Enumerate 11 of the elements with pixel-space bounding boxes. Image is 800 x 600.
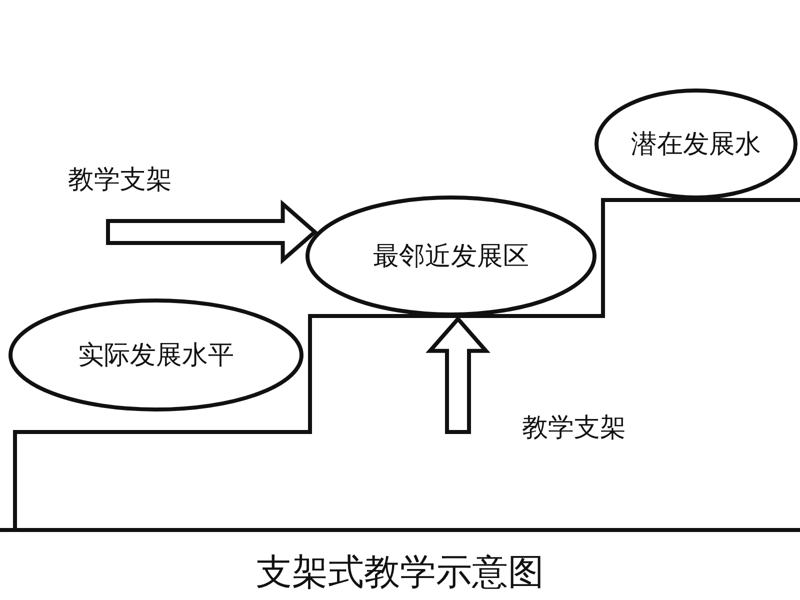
ellipse-node — [305, 195, 597, 317]
node-label: 实际发展水平 — [78, 340, 234, 372]
scaffold-label: 教学支架 — [68, 164, 172, 197]
node-label: 最邻近发展区 — [373, 240, 529, 274]
node-label: 潜在发展水 — [631, 128, 761, 162]
hollow-arrow — [426, 316, 490, 434]
hollow-arrow — [106, 200, 318, 264]
scaffold-label: 教学支架 — [522, 412, 626, 445]
caption: 支架式教学示意图 — [256, 551, 544, 595]
ellipse-node — [8, 298, 304, 412]
ellipse-node — [594, 88, 798, 200]
